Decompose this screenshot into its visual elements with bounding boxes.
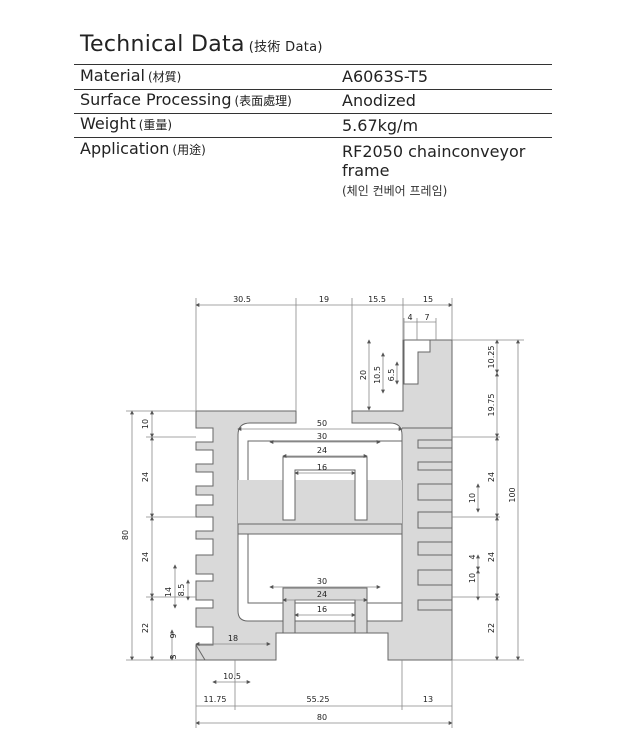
spec-value: A6063S-T5 [342,67,429,86]
dim-label: 20 [359,370,368,380]
dim-label: 14 [164,587,173,597]
page-title: Technical Data [80,32,245,57]
dim-label: 3 [169,654,178,659]
spec-label: Application [80,139,170,158]
dim-label: 22 [141,623,150,633]
dim-label: 50 [317,419,327,428]
dim-label: 80 [317,713,327,722]
dim-label: 13 [423,695,433,704]
spec-label: Material [80,66,145,85]
dim-label: 10 [141,419,150,429]
dim-label: 10 [468,493,477,503]
dim-label: 24 [141,472,150,482]
dimension-labels: 30.5 19 15.5 15 4 7 20 10.5 6.5 10.25 19… [121,295,517,722]
spec-label-sub: (重量) [138,118,173,132]
spec-value-line1: RF2050 chainconveyor [342,142,526,161]
dim-label: 10.25 [487,346,496,369]
dim-label: 22 [487,623,496,633]
dim-label: 30 [317,432,327,441]
dim-label: 11.75 [204,695,227,704]
dim-label: 16 [317,463,327,472]
dim-label: 24 [317,446,327,455]
dim-label: 18 [228,634,238,643]
dim-label: 24 [487,552,496,562]
spec-value: Anodized [342,91,416,110]
spec-label-sub: (表面處理) [234,94,292,108]
title-rule [74,64,552,65]
dim-label: 30.5 [233,295,251,304]
spec-label: Weight [80,114,136,133]
row-divider [74,89,552,90]
dim-label: 10 [468,573,477,583]
dim-label: 15.5 [368,295,386,304]
dim-label: 16 [317,605,327,614]
row-divider [74,113,552,114]
dim-label: 55.25 [307,695,330,704]
dim-label: 24 [141,552,150,562]
dim-label: 10.5 [373,366,382,384]
dim-label: 100 [508,487,517,502]
spec-label-sub: (材質) [148,70,182,84]
technical-data-heading: Technical Data(技術 Data) [80,32,552,57]
dim-label: 15 [423,295,433,304]
dim-label: 19 [319,295,329,304]
dim-label: 6.5 [387,369,396,382]
spec-value-note: (체인 컨베어 프레임) [342,184,448,198]
spec-label: Surface Processing [80,90,232,109]
dim-label: 10.5 [223,672,241,681]
dim-label: 4 [468,554,477,559]
spec-value-line2: frame [342,161,390,180]
dim-label: 9 [169,633,178,638]
dim-label: 24 [317,590,327,599]
aluminum-profile [195,339,453,661]
dim-label: 7 [424,313,429,322]
spec-value: 5.67kg/m [342,116,419,135]
page-title-sub: (技術 Data) [248,40,323,55]
dim-label: 8.5 [177,584,186,597]
dim-label: 24 [487,472,496,482]
dim-label: 19.75 [487,394,496,417]
dimension-lines [126,298,524,728]
row-divider [74,137,552,138]
dim-label: 4 [407,313,412,322]
dim-label: 80 [121,530,130,540]
spec-label-sub: (用途) [172,143,206,157]
dim-label: 30 [317,577,327,586]
